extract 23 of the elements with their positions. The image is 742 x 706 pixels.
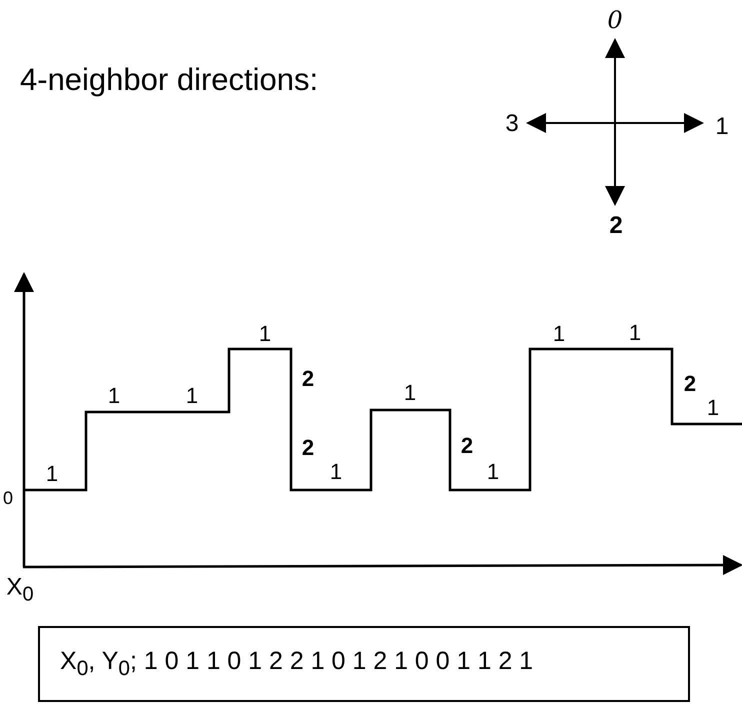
direction-code-label: 1 xyxy=(552,323,566,345)
direction-code-label: 1 xyxy=(46,463,58,485)
direction-code-label: X$_{0}$ xyxy=(6,576,34,604)
direction-code-label: 2 xyxy=(460,435,474,457)
direction-code-label: 1 xyxy=(404,382,416,404)
direction-code-label: 3 xyxy=(505,112,519,136)
direction-code-label: 0 xyxy=(607,8,623,32)
direction-code-label: 0 xyxy=(3,489,13,507)
direction-code-label: 2 xyxy=(684,373,696,395)
chain-code-text: X$_{0}$, Y$_{0}$; 1 0 1 1 0 1 2 2 1 0 1 2 1 0 0 1 1 2 1 xyxy=(60,647,534,681)
direction-code-label: 1 xyxy=(108,385,120,407)
direction-code-label: 1 xyxy=(186,385,198,407)
direction-code-label: 1 xyxy=(486,461,500,483)
direction-code-label: 2 xyxy=(302,437,314,459)
diagram-title: 4-neighbor directions: xyxy=(20,62,318,98)
chain-code-box xyxy=(38,626,690,702)
direction-code-label: 1 xyxy=(330,461,342,483)
direction-code-label: 2 xyxy=(302,368,314,390)
direction-code-label: 1 xyxy=(706,397,720,419)
direction-code-label: 1 xyxy=(715,115,729,139)
direction-code-label: 1 xyxy=(258,323,272,345)
direction-code-label: 1 xyxy=(628,322,642,344)
direction-code-label: 2 xyxy=(609,214,623,238)
